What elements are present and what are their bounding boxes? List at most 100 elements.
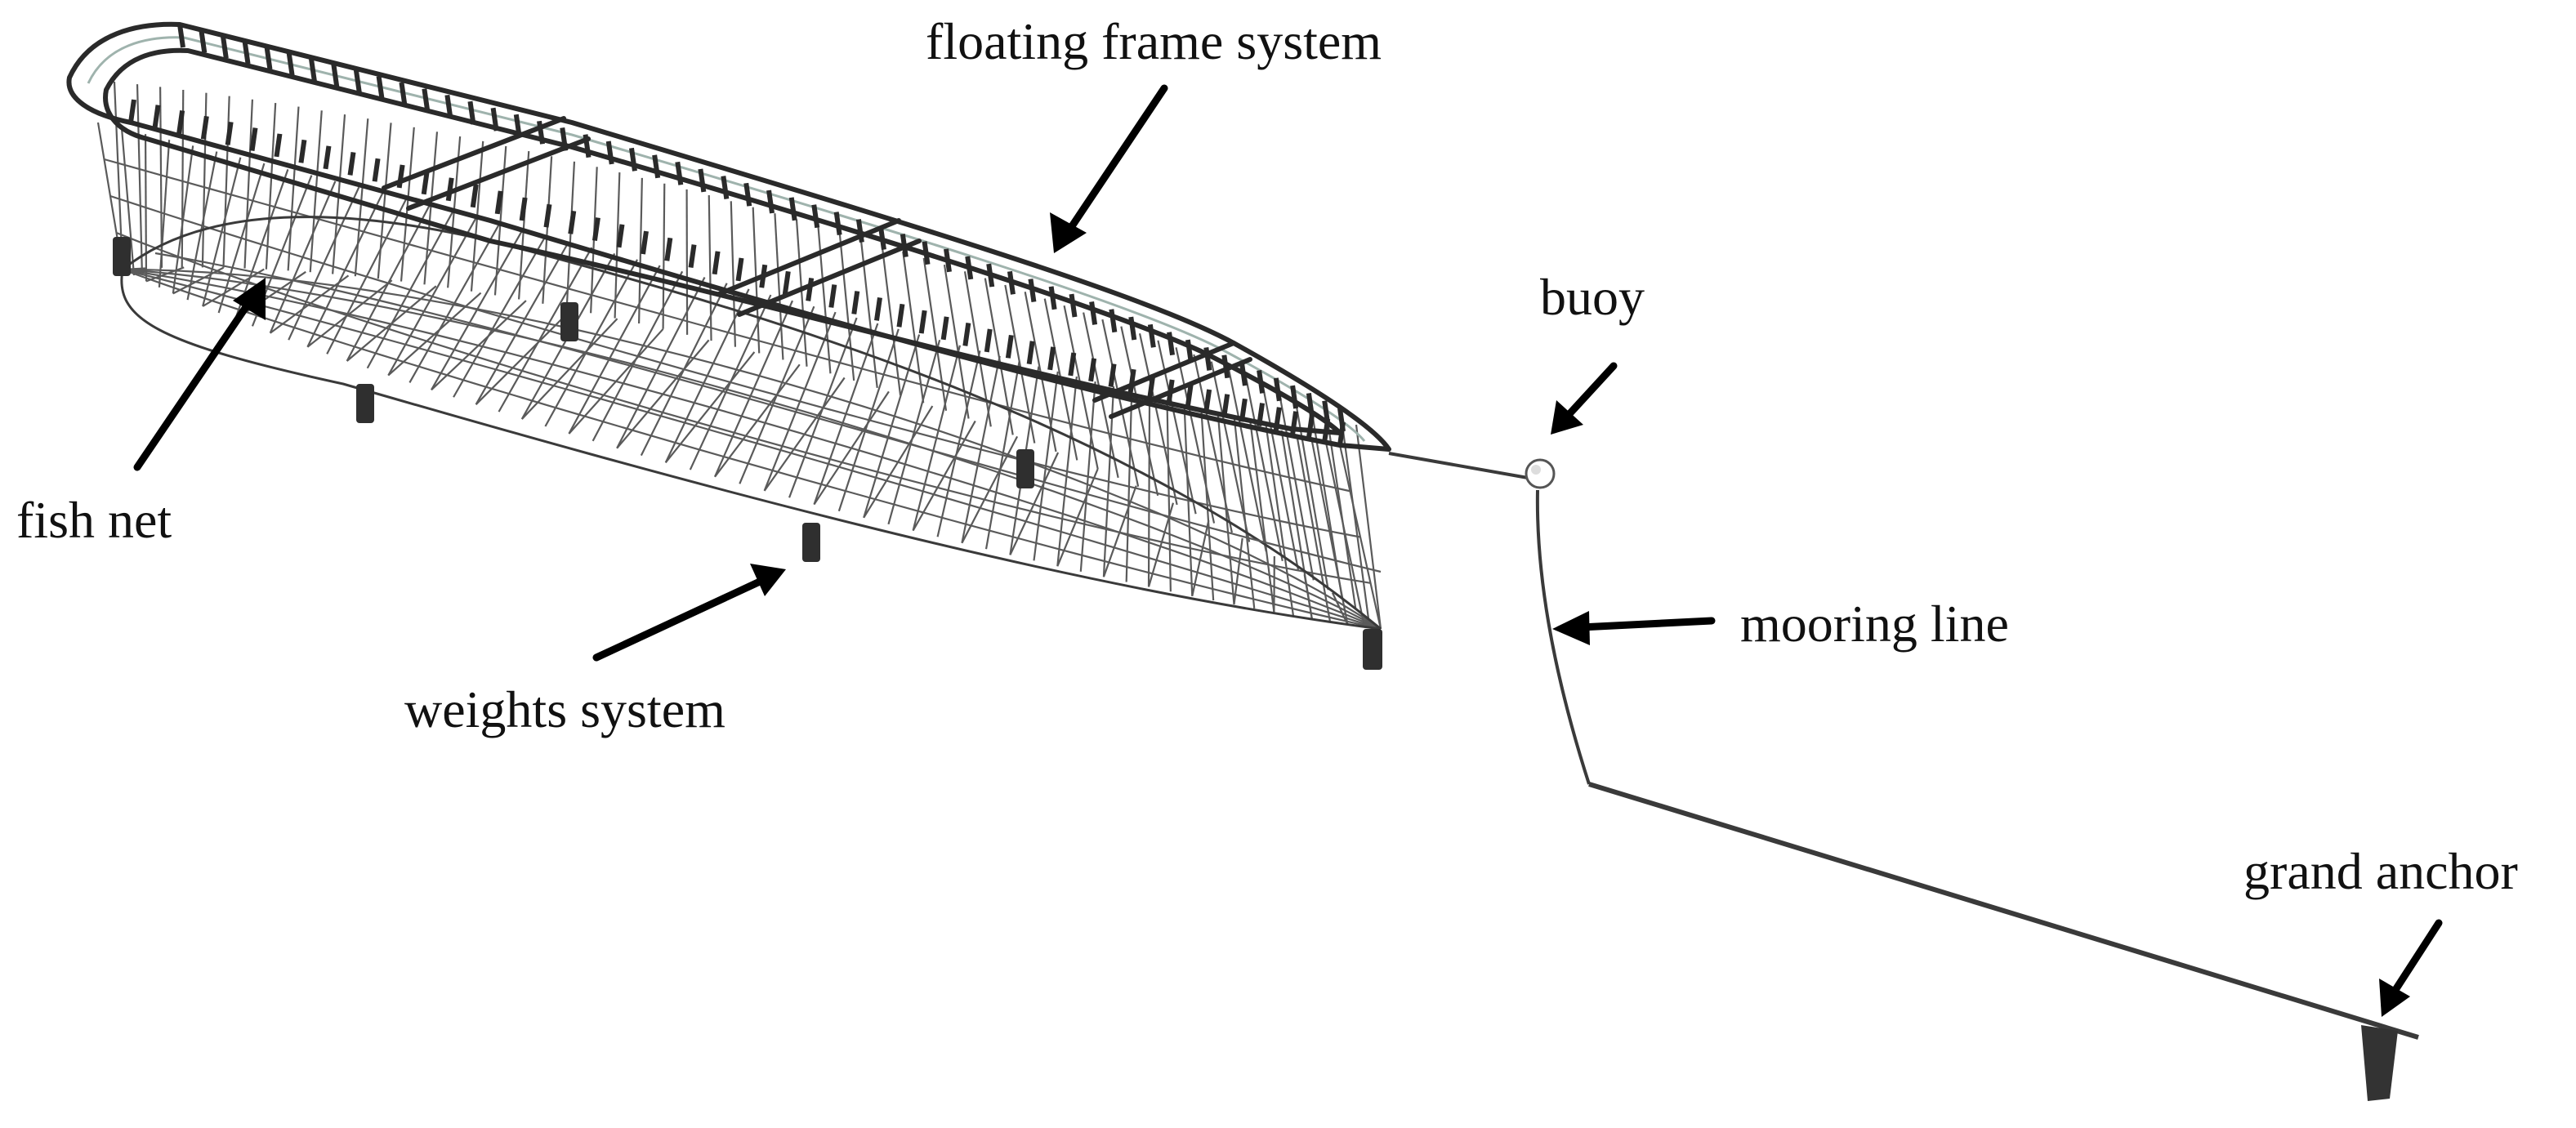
weights-system [113,237,1382,670]
net-mesh-band [116,231,1371,584]
net-mesh-line [1101,319,1140,488]
frame-post [422,88,431,113]
labels: floating frame system buoy fish net moor… [16,12,2518,900]
frame-post [376,75,385,100]
arrow-head [1050,212,1087,253]
grand-anchor [2361,1025,2398,1101]
frame-post [1185,339,1194,363]
net-mesh-line [1244,375,1284,562]
net-bottom-line [1056,468,1099,567]
net-mesh-line [1355,424,1382,630]
net-mesh-line [774,213,784,360]
weight [356,384,374,423]
net-bottom-band [122,268,1382,631]
frame-post [372,158,381,182]
net-mesh-line [637,177,643,324]
frame-post [264,46,273,70]
frame-post [1273,377,1282,402]
net-mesh-line [377,123,392,279]
frame-post [1007,270,1016,295]
frame-post [1273,407,1282,431]
net-mesh-line [136,84,143,269]
net-mesh-line [222,96,230,268]
weight [1363,629,1382,670]
label-buoy: buoy [1540,268,1645,326]
net-mesh-line [902,251,925,403]
frame-post [242,40,251,65]
frame-post [1127,368,1136,393]
frame-post [811,204,820,229]
mooring-line [1535,489,1591,785]
frame-post [1108,363,1117,387]
frame-post [828,284,837,308]
frame-post [1203,346,1212,371]
frame-post [940,316,949,341]
frame-post [323,145,332,170]
frame-post [1290,411,1299,435]
frame-cross-brace [717,218,922,317]
frame-post [1257,370,1266,394]
frame-post [1109,309,1118,333]
net-mesh-line [354,118,369,277]
label-weights-system: weights system [404,680,725,738]
frame-post [984,328,993,353]
frame-post [688,244,697,268]
frame-post [1028,279,1037,302]
frame-post [560,127,569,151]
frame-inner-ring [103,47,1342,435]
floating-frame-system [66,21,1391,452]
net-mesh-line [1340,417,1370,620]
net-mesh-line [922,257,948,411]
mooring-system [1388,452,2419,1101]
label-grand-anchor: grand anchor [2243,842,2518,900]
frame-post [298,139,307,163]
net-mesh-line [265,103,277,270]
net-bottom-mesh [122,266,1382,631]
frame-post [249,127,258,151]
frame-post [698,168,707,193]
frame-post [537,120,545,145]
frame-post [1026,341,1035,365]
frame-post [399,82,408,106]
frame-post [851,291,860,314]
weight [113,237,131,276]
frame-cross-brace [382,116,591,211]
net-bottom-line [1191,519,1210,597]
buoy [1525,458,1556,489]
frame-post [1069,293,1078,318]
net-mesh-line [730,201,737,347]
frame-post [1306,414,1315,439]
frame-post [1239,398,1248,422]
frame-post [421,171,430,195]
frame-post [944,248,952,273]
arrow-head [2379,979,2410,1017]
weight [802,523,820,562]
frame-post [1005,334,1014,359]
net-mesh-line [1261,382,1300,571]
frame-post [1088,358,1097,382]
frame-post [1239,362,1248,386]
frame-post [177,24,185,48]
net-mesh-line [662,183,666,329]
net-mesh-line [1120,326,1159,497]
frame-post [652,154,661,179]
net-bottom-inner-curve [154,252,1382,573]
frame-post [721,176,730,199]
frame-post [200,115,209,140]
frame-post [1337,408,1346,432]
frame-post [444,94,453,118]
frame-post [543,203,552,228]
frame-post [176,109,185,134]
frame-post [743,182,752,207]
frame-post [568,210,577,234]
frame-post [855,219,864,243]
net-bottom-outline-back [122,216,1382,631]
frame-post [1322,400,1331,425]
frame-post [766,189,775,214]
arrow-head [1552,611,1590,645]
net-bottom-band [122,268,1382,630]
frame-post [1257,403,1266,427]
frame-highlight-rail [87,36,1366,442]
frame-post [445,177,454,202]
net-mesh-line [1175,347,1216,524]
